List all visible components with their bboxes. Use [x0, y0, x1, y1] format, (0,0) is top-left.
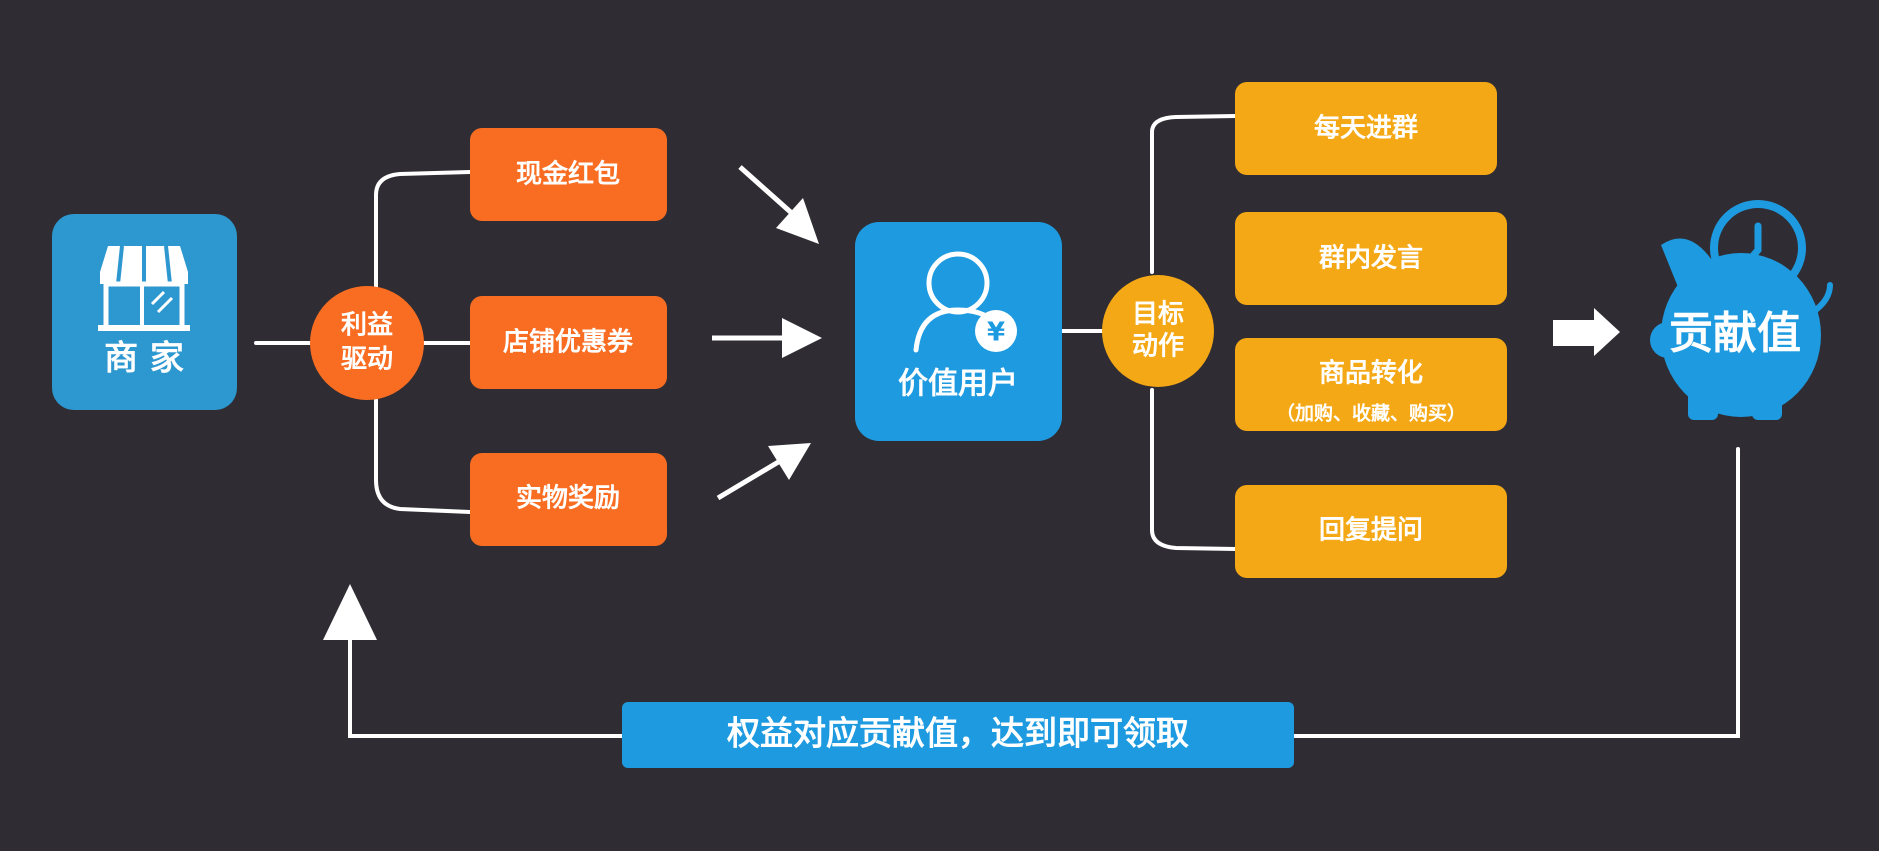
incentive-box: [470, 128, 667, 221]
action-label: 群内发言: [1318, 243, 1423, 274]
merchant-node: 商 家: [52, 214, 237, 410]
action-box: [1235, 212, 1507, 305]
driver-circle: [310, 286, 424, 400]
driver-label-line2: 驱动: [341, 345, 393, 375]
arrow-from-cash: [738, 165, 797, 218]
driver-label-line1: 利益: [341, 311, 393, 341]
arrows-to-user: [712, 165, 822, 501]
incentive-coupon: 店铺优惠券: [470, 296, 667, 389]
contribution-node: 贡献值: [1650, 200, 1833, 420]
driver-to-cash-line: [374, 170, 472, 289]
action-label: 商品转化: [1319, 358, 1423, 389]
incentive-label: 店铺优惠券: [503, 328, 634, 358]
incentive-box: [470, 453, 667, 546]
action-label: 每天进群: [1314, 113, 1418, 144]
footer-banner: 权益对应贡献值，达到即可领取: [622, 702, 1294, 768]
action-box: [1235, 338, 1507, 431]
target-node: 目标 动作: [1102, 275, 1214, 387]
action-daily-join: 每天进群: [1235, 82, 1497, 175]
value-user-label: 价值用户: [898, 367, 1018, 402]
footer-box: [622, 702, 1294, 768]
contribution-label: 贡献值: [1669, 308, 1801, 359]
arrow-from-cash-head: [776, 198, 819, 244]
target-to-daily-line: [1150, 114, 1238, 274]
action-box: [1235, 82, 1497, 175]
yuan-glyph: ¥: [987, 318, 1005, 348]
user-yuan-icon: ¥: [913, 251, 1017, 353]
connectors: [254, 114, 1740, 738]
storefront-icon: [98, 245, 190, 331]
incentive-label: 现金红包: [516, 159, 620, 190]
target-circle: [1102, 275, 1214, 387]
feedback-up-arrow-head: [323, 584, 377, 640]
incentive-cash: 现金红包: [470, 128, 667, 221]
incentive-goods: 实物奖励: [470, 453, 667, 546]
action-reply: 回复提问: [1235, 485, 1507, 578]
value-user-node: ¥ 价值用户: [855, 222, 1062, 441]
target-label-line2: 动作: [1132, 332, 1184, 362]
action-conversion: 商品转化 （加购、收藏、购买）: [1235, 338, 1507, 431]
piggy-bank-clock-icon: [1650, 200, 1833, 420]
action-speak: 群内发言: [1235, 212, 1507, 305]
incentive-label: 实物奖励: [516, 483, 620, 514]
arrow-from-coupon-head: [782, 318, 822, 358]
incentive-box: [470, 296, 667, 389]
target-to-reply-line: [1150, 388, 1238, 551]
driver-to-goods-line: [374, 398, 472, 514]
feedback-loop-line: [348, 447, 1740, 738]
target-label-line1: 目标: [1132, 300, 1184, 330]
arrow-to-contribution: [1553, 308, 1620, 356]
value-user-box: [855, 222, 1062, 441]
merchant-label: 商 家: [104, 339, 184, 379]
merchant-box: [52, 214, 237, 410]
action-box: [1235, 485, 1507, 578]
action-sublabel: （加购、收藏、购买）: [1276, 402, 1466, 425]
arrow-from-goods: [716, 458, 782, 501]
arrow-from-goods-head: [768, 443, 811, 480]
footer-label: 权益对应贡献值，达到即可领取: [726, 714, 1189, 753]
driver-node: 利益 驱动: [310, 286, 424, 400]
action-label: 回复提问: [1319, 516, 1423, 546]
